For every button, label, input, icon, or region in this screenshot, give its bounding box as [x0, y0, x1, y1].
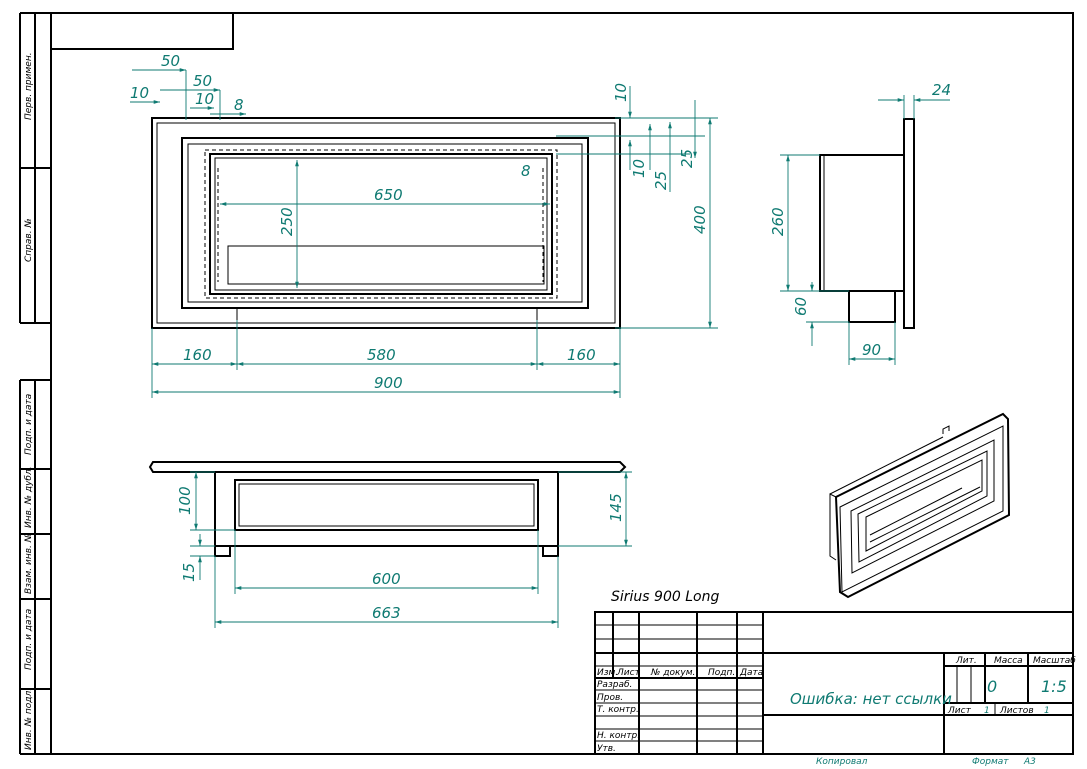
tb-header-doc-no: № докум. [650, 668, 695, 678]
side-label-first-use: Перв. примен. [24, 52, 34, 120]
tb-lit-label: Лит. [955, 656, 977, 666]
dim-top-145: 145 [607, 493, 625, 522]
tb-format-value: A3 [1023, 757, 1036, 767]
front-dimension-lines [130, 68, 718, 398]
dim-front-900: 900 [374, 374, 403, 392]
dim-front-580: 580 [367, 346, 396, 364]
front-view [151, 117, 621, 329]
dim-front-50-second: 50 [193, 72, 212, 90]
dim-side-90: 90 [862, 341, 881, 359]
dim-front-250: 250 [278, 207, 296, 236]
dim-side-60: 60 [792, 297, 810, 316]
tb-header-change: Изм. [597, 668, 618, 678]
tb-scale-label: Масштаб [1033, 656, 1076, 666]
dim-front-25-b: 25 [678, 149, 696, 168]
tb-mass-value: 0 [987, 677, 997, 696]
dim-front-8-top: 8 [234, 96, 244, 114]
dim-top-15: 15 [180, 563, 198, 582]
sheet-frame [19, 12, 1074, 755]
tb-mass-label: Масса [994, 656, 1023, 666]
tb-header-date: Дата [739, 668, 763, 678]
dim-front-8-inner: 8 [521, 162, 531, 180]
side-label-sign-date-2: Подп. и дата [24, 609, 34, 670]
dim-side-24: 24 [932, 81, 951, 99]
dim-front-10-right-top: 10 [612, 83, 630, 102]
tb-copied-label: Копировал [816, 757, 868, 767]
dim-top-100: 100 [176, 486, 194, 515]
side-label-orig-inv: Инв. № подл. [24, 688, 34, 750]
dim-front-650: 650 [374, 186, 403, 204]
product-label: Sirius 900 Long [611, 589, 719, 605]
tb-row-tech-control: Т. контр. [597, 705, 639, 715]
tb-row-checked: Пров. [597, 693, 623, 703]
tb-row-norm-control: Н. контр. [597, 731, 640, 741]
top-view [148, 461, 627, 557]
tb-scale-value: 1:5 [1041, 677, 1067, 696]
side-view [819, 118, 915, 329]
tb-row-approved: Утв. [597, 744, 616, 754]
tb-format-label: Формат [972, 757, 1009, 767]
tb-sheet-value: 1 [984, 706, 990, 716]
tb-header-sign: Подп. [708, 668, 735, 678]
side-label-ref-number: Справ. № [24, 218, 34, 262]
title-block-frame [594, 611, 1074, 755]
dim-front-50-top: 50 [161, 52, 180, 70]
tb-sheet-label: Лист [947, 706, 972, 716]
top-dimension-lines [190, 471, 632, 628]
dim-front-400: 400 [691, 205, 709, 234]
tb-header-sheet: Лист [616, 668, 641, 678]
tb-sheets-label: Листов [999, 706, 1034, 716]
dim-front-160-right: 160 [567, 346, 596, 364]
side-dimension-lines [780, 95, 950, 365]
dim-front-160-left: 160 [183, 346, 212, 364]
dim-top-663: 663 [372, 604, 401, 622]
side-label-dup-inv: Инв. № дубл. [24, 466, 34, 528]
isometric-view [829, 412, 1011, 599]
dim-top-600: 600 [372, 570, 401, 588]
dim-front-10-right-low: 10 [630, 159, 648, 178]
dim-front-10-left: 10 [130, 84, 149, 102]
dim-front-10-mid: 10 [195, 90, 214, 108]
tb-designation: Ошибка: нет ссылки [790, 690, 952, 708]
tb-sheets-value: 1 [1044, 706, 1050, 716]
dim-side-260: 260 [769, 207, 787, 236]
dim-front-25-a: 25 [652, 171, 670, 190]
tb-row-developed: Разраб. [597, 680, 632, 690]
side-label-sign-date-1: Подп. и дата [24, 394, 34, 455]
side-label-replace-inv: Взам. инв. № [24, 533, 34, 594]
